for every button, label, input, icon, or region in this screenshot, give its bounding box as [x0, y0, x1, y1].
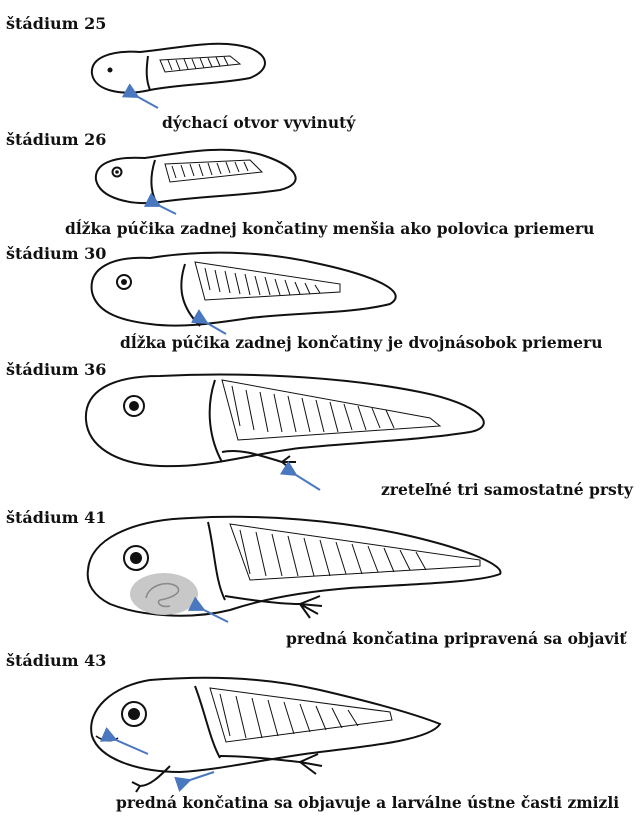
- stage-41-forelimb-shade: [130, 573, 198, 615]
- stage-25-tadpole: [92, 44, 265, 93]
- stage-26-arrow: [160, 206, 176, 214]
- stage-26-tadpole: [96, 150, 296, 203]
- stage-43-tadpole: [91, 678, 440, 792]
- stage-30-tadpole: [92, 253, 396, 326]
- stage-43-forelimb-arrow: [190, 772, 214, 780]
- stage-25-arrow: [138, 97, 158, 108]
- stage-36-arrow: [296, 475, 320, 490]
- stage-43-mouth-arrow: [116, 740, 148, 754]
- stage-36-tadpole: [86, 375, 484, 470]
- stage-30-arrow: [207, 323, 226, 334]
